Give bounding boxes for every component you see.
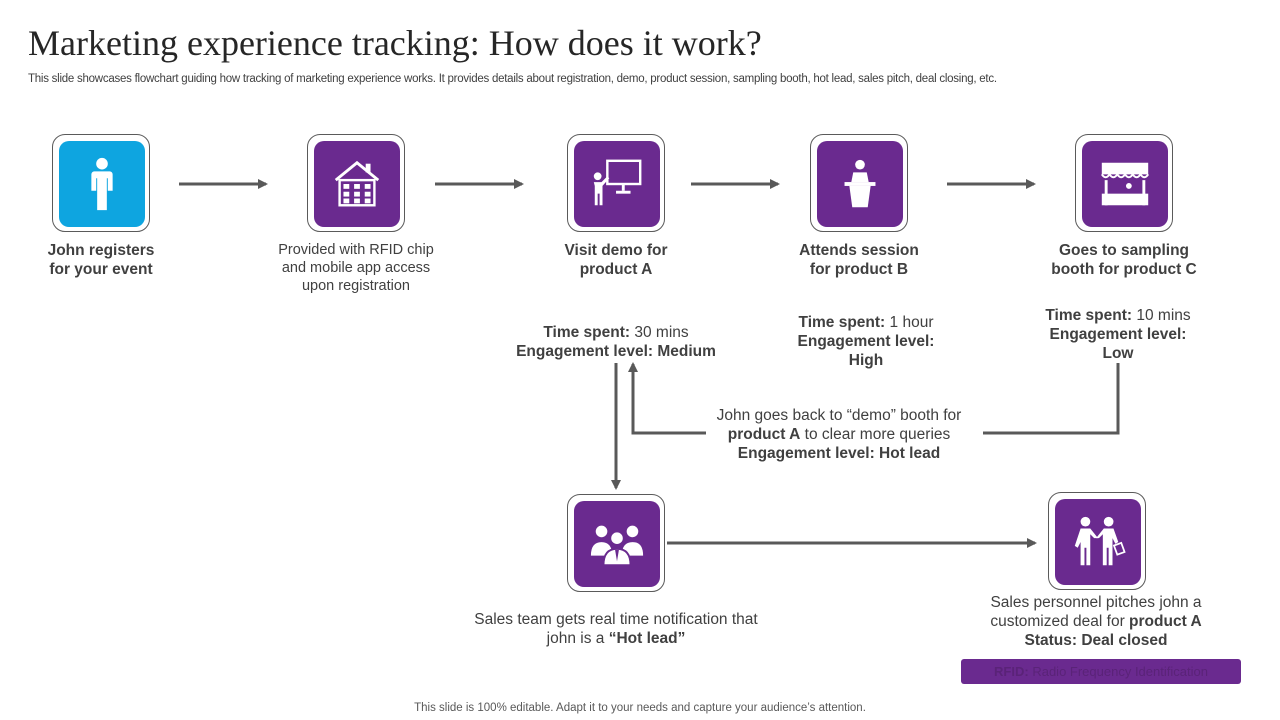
deal-text: Sales personnel pitches john a customize… [990,594,1202,630]
session-metrics: Time spent: 1 hour Engagement level: Hig… [770,313,962,370]
footer-note: This slide is 100% editable. Adapt it to… [414,702,866,714]
rfid-node [307,134,405,232]
team-icon [590,525,644,567]
register-label: John registers for your event [47,242,155,278]
register-node [52,134,150,232]
deal-product: product A [1129,613,1202,630]
demo-time-key: Time spent: [543,324,631,341]
deal-node [1048,492,1146,590]
booth-engagement-key: Engagement level: [1049,326,1187,343]
arrow-booth-back-to-demo-left [628,362,706,435]
booth-time-value: 10 mins [1136,307,1191,324]
demo-label: Visit demo for product A [564,242,668,278]
page-subtitle: This slide showcases flowchart guiding h… [28,73,997,85]
page-title: Marketing experience tracking: How does … [28,23,762,63]
session-node [810,134,908,232]
sales-team-text: Sales team gets real time notification t… [474,611,758,647]
deal-label: Sales personnel pitches john a customize… [968,593,1224,650]
footnote-value: Radio Frequency Identification [1028,664,1208,679]
demo-metrics: Time spent: 30 mins Engagement level: Me… [496,323,736,361]
booth-icon [1100,162,1150,206]
rfid-footnote: RFID: Radio Frequency Identification [961,659,1241,684]
session-label: Attends session for product B [799,242,919,278]
arrow-booth-back-to-demo-right [983,363,1120,435]
return-note-product: product A [727,426,801,443]
handshake-icon [1074,516,1126,566]
booth-metrics: Time spent: 10 mins Engagement level: Lo… [1030,306,1206,363]
session-time-value: 1 hour [889,314,934,331]
sales-team-highlight: “Hot lead” [608,630,686,647]
speaker-podium-icon [844,159,876,208]
return-note-line2: to clear more queries [800,426,951,443]
booth-label: Goes to sampling booth for product C [1051,242,1197,278]
deal-status: Status: Deal closed [1024,632,1168,649]
demo-engagement-value: Medium [657,343,716,360]
footnote-key: RFID: [994,664,1029,679]
return-note: John goes back to “demo” booth for produ… [700,406,978,463]
person-icon [91,157,113,211]
return-note-engagement: Engagement level: Hot lead [737,445,941,462]
presentation-icon [593,159,642,206]
booth-node [1075,134,1173,232]
demo-time-value: 30 mins [634,324,689,341]
demo-engagement-key: Engagement level: [516,343,654,360]
booth-engagement-value: Low [1102,345,1134,362]
booth-time-key: Time spent: [1045,307,1133,324]
session-engagement-value: High [848,352,884,369]
sales-team-label: Sales team gets real time notification t… [466,610,766,648]
sales-team-node [567,494,665,592]
session-engagement-key: Engagement level: [797,333,935,350]
demo-node [567,134,665,232]
return-note-line1: John goes back to “demo” booth for [716,407,962,424]
rfid-label: Provided with RFID chip and mobile app a… [278,242,434,294]
session-time-key: Time spent: [798,314,886,331]
building-icon [334,160,380,207]
